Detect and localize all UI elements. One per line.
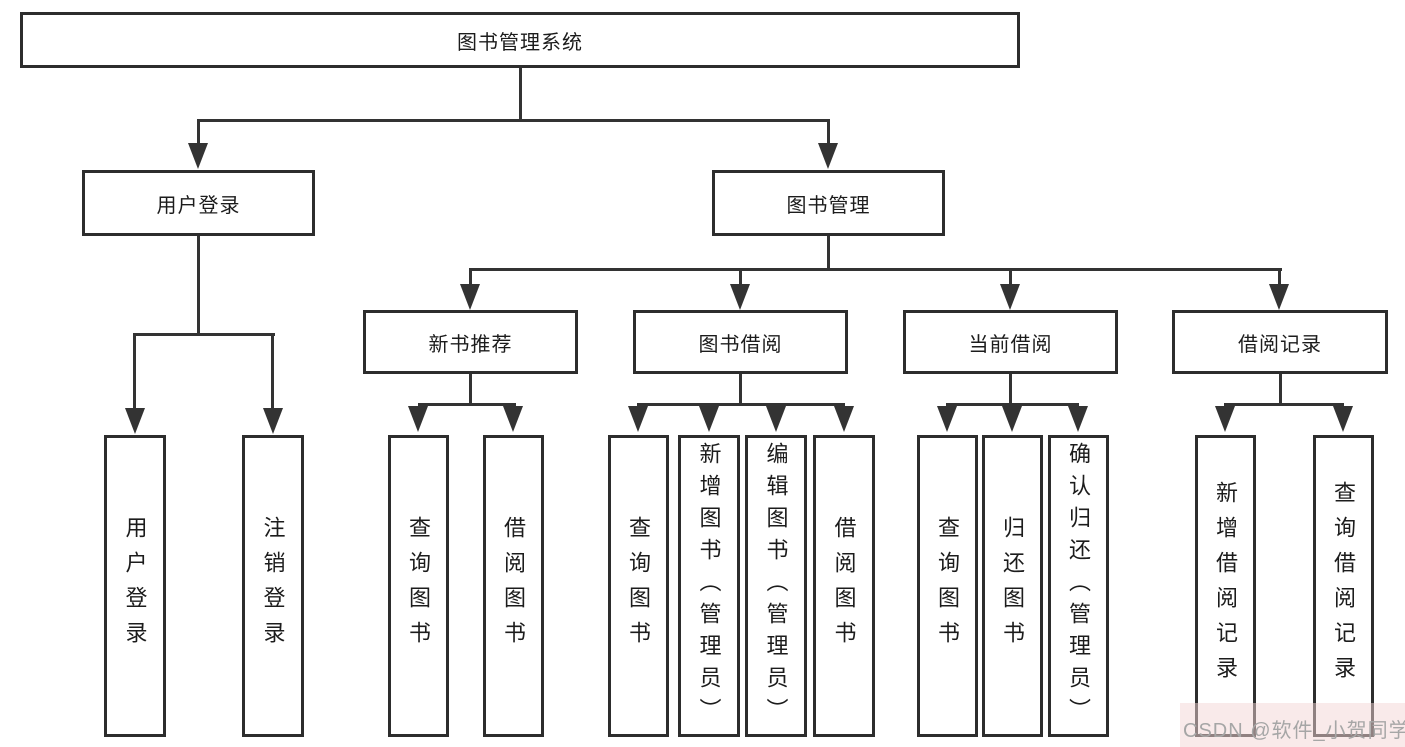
connector-line <box>946 403 1079 406</box>
connector-line <box>469 268 472 285</box>
leaf-current-query-books: 查询图书 <box>917 435 978 737</box>
node-label: 确认归还（管理员） <box>1066 442 1092 730</box>
leaf-records-query-borrow-record: 查询借阅记录 <box>1313 435 1374 737</box>
connector-line <box>133 333 275 336</box>
node-label: 新增图书（管理员） <box>696 442 722 730</box>
leaf-newbook-query-books: 查询图书 <box>388 435 449 737</box>
arrowhead-down-icon <box>628 406 648 432</box>
connector-line <box>469 374 472 406</box>
connector-line <box>469 268 1282 271</box>
arrowhead-down-icon <box>188 143 208 169</box>
connector-line <box>197 119 200 145</box>
node-label: 图书借阅 <box>698 333 783 356</box>
node-label: 查询图书 <box>406 516 432 656</box>
node-book-borrow: 图书借阅 <box>633 310 848 374</box>
leaf-borrow-add-books-admin: 新增图书（管理员） <box>678 435 740 737</box>
connector-line <box>1009 268 1012 285</box>
node-label: 借阅图书 <box>831 516 857 656</box>
connector-line <box>1278 268 1281 285</box>
arrowhead-down-icon <box>1002 406 1022 432</box>
node-label: 新书推荐 <box>428 333 513 356</box>
node-label: 当前借阅 <box>968 333 1053 356</box>
connector-line <box>197 119 830 122</box>
arrowhead-down-icon <box>730 284 750 310</box>
node-user-login: 用户登录 <box>82 170 315 236</box>
node-book-management: 图书管理 <box>712 170 945 236</box>
arrowhead-down-icon <box>699 406 719 432</box>
connector-line <box>739 268 742 285</box>
connector-line <box>519 68 522 121</box>
leaf-current-return-books: 归还图书 <box>982 435 1043 737</box>
connector-line <box>827 119 830 145</box>
arrowhead-down-icon <box>818 143 838 169</box>
connector-line <box>133 333 136 409</box>
node-borrow-records: 借阅记录 <box>1172 310 1388 374</box>
arrowhead-down-icon <box>503 406 523 432</box>
arrowhead-down-icon <box>1000 284 1020 310</box>
node-label: 新增借阅记录 <box>1213 481 1239 691</box>
leaf-borrow-edit-books-admin: 编辑图书（管理员） <box>745 435 807 737</box>
connector-line <box>1009 374 1012 406</box>
node-label: 借阅图书 <box>501 516 527 656</box>
node-label: 编辑图书（管理员） <box>763 442 789 730</box>
node-label: 图书管理系统 <box>457 31 583 54</box>
arrowhead-down-icon <box>1269 284 1289 310</box>
leaf-logout-login: 注销登录 <box>242 435 304 737</box>
arrowhead-down-icon <box>766 406 786 432</box>
connector-line <box>739 374 742 406</box>
connector-line <box>418 403 516 406</box>
node-label: 注销登录 <box>260 516 286 656</box>
node-current-borrow: 当前借阅 <box>903 310 1118 374</box>
node-label: 查询图书 <box>935 516 961 656</box>
node-label: 用户登录 <box>122 516 148 656</box>
node-new-book-recommend: 新书推荐 <box>363 310 578 374</box>
leaf-records-add-borrow-record: 新增借阅记录 <box>1195 435 1256 737</box>
node-label: 用户登录 <box>156 194 241 217</box>
arrowhead-down-icon <box>937 406 957 432</box>
connector-line <box>271 333 274 409</box>
leaf-newbook-borrow-books: 借阅图书 <box>483 435 544 737</box>
arrowhead-down-icon <box>263 408 283 434</box>
leaf-borrow-query-books: 查询图书 <box>608 435 669 737</box>
arrowhead-down-icon <box>1333 406 1353 432</box>
connector-line <box>1279 374 1282 406</box>
node-label: 归还图书 <box>1000 516 1026 656</box>
leaf-user-login: 用户登录 <box>104 435 166 737</box>
node-label: 图书管理 <box>786 194 871 217</box>
connector-line <box>637 403 845 406</box>
node-label: 查询图书 <box>626 516 652 656</box>
node-label: 借阅记录 <box>1238 333 1322 356</box>
csdn-watermark: CSDN @软件_小贺同学 <box>1183 720 1405 742</box>
node-label: 查询借阅记录 <box>1331 481 1357 691</box>
connector-line <box>1224 403 1344 406</box>
arrowhead-down-icon <box>834 406 854 432</box>
arrowhead-down-icon <box>1215 406 1235 432</box>
node-library-management-system: 图书管理系统 <box>20 12 1020 68</box>
leaf-current-confirm-return-admin: 确认归还（管理员） <box>1048 435 1109 737</box>
arrowhead-down-icon <box>460 284 480 310</box>
connector-line <box>197 236 200 335</box>
leaf-borrow-borrow-books: 借阅图书 <box>813 435 875 737</box>
arrowhead-down-icon <box>125 408 145 434</box>
arrowhead-down-icon <box>408 406 428 432</box>
arrowhead-down-icon <box>1068 406 1088 432</box>
connector-line <box>827 236 830 271</box>
